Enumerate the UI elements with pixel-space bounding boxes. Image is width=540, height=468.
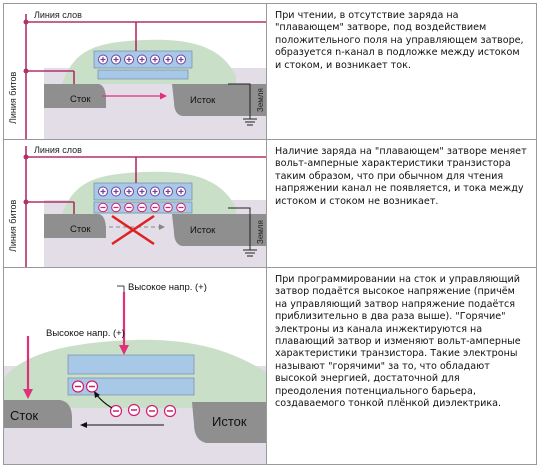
plus-signs xyxy=(100,189,184,194)
drain-label: Сток xyxy=(70,94,91,105)
ground-icon xyxy=(243,118,257,126)
ground-label: Земля xyxy=(256,88,265,112)
caption-read-uncharged: При чтении, в отсутствие заряда на "плав… xyxy=(275,10,524,71)
caption-cell-1: При чтении, в отсутствие заряда на "плав… xyxy=(267,4,536,139)
ground-icon xyxy=(243,249,257,257)
source-region xyxy=(172,214,266,246)
diagram-read-uncharged: Линия слов Линия битов Сток Исток Земля xyxy=(4,4,267,139)
source-label: Исток xyxy=(190,95,216,106)
ground-wire xyxy=(228,83,251,119)
transistor-diagram: Высокое напр. (+) Высокое напр. (+) Сток… xyxy=(4,282,266,464)
drain-label: Сток xyxy=(70,224,91,235)
bit-line-label: Линия битов xyxy=(8,199,18,252)
source-label: Исток xyxy=(190,225,216,236)
word-line-label: Линия слов xyxy=(34,145,82,155)
figure-table: Линия слов Линия битов Сток Исток Земля … xyxy=(3,3,537,465)
drain-label: Сток xyxy=(10,408,38,423)
caption-read-charged: Наличие заряда на "плавающем" затворе ме… xyxy=(275,146,527,207)
row-programming: Высокое напр. (+) Высокое напр. (+) Сток… xyxy=(4,268,536,464)
drain-region xyxy=(44,214,106,238)
plus-signs xyxy=(100,57,184,62)
control-gate xyxy=(67,354,195,375)
caption-cell-2: Наличие заряда на "плавающем" затворе ме… xyxy=(267,140,536,267)
drain-region xyxy=(44,84,106,108)
transistor-diagram: Линия слов Линия битов Сток Исток Земля xyxy=(8,10,266,139)
source-label: Исток xyxy=(212,414,247,429)
row-read-charged: Линия слов Линия битов Сток Исток Земля … xyxy=(4,140,536,268)
ground-wire xyxy=(228,207,251,250)
word-line-label: Линия слов xyxy=(34,10,82,20)
ground-label: Земля xyxy=(256,220,265,244)
floating-gate xyxy=(97,69,189,80)
diagram-programming: Высокое напр. (+) Высокое напр. (+) Сток… xyxy=(4,268,267,464)
high-voltage-gate-label: Высокое напр. (+) xyxy=(128,282,207,293)
drain-region xyxy=(4,400,72,428)
caption-programming: При программировании на сток и управляющ… xyxy=(275,274,521,410)
no-current-cross-icon xyxy=(111,215,155,245)
high-voltage-drain-label: Высокое напр. (+) xyxy=(46,328,125,339)
caption-cell-3: При программировании на сток и управляющ… xyxy=(267,268,536,464)
row-read-uncharged: Линия слов Линия битов Сток Исток Земля … xyxy=(4,4,536,140)
transistor-diagram: Линия слов Линия битов Сток Исток Земля xyxy=(8,145,266,267)
source-region xyxy=(172,84,266,116)
diagram-read-charged: Линия слов Линия битов Сток Исток Земля xyxy=(4,140,267,267)
source-region xyxy=(192,402,266,443)
floating-gate xyxy=(67,377,195,396)
bit-line-label: Линия битов xyxy=(8,71,18,124)
